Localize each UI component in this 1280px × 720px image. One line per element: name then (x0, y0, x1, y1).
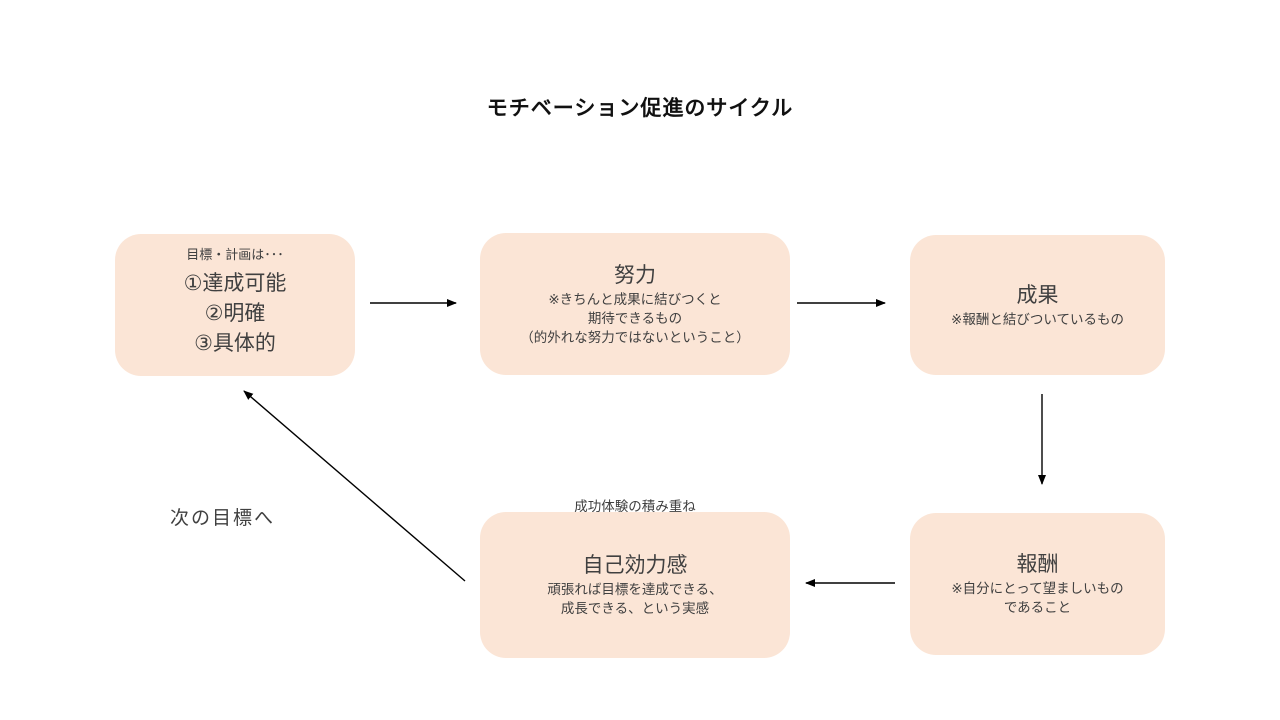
result-title: 成果 (1016, 283, 1059, 307)
effort-note-line-2: 期待できるもの (587, 310, 683, 326)
reward-title: 報酬 (1016, 553, 1059, 576)
goal-item-3: ③具体的 (194, 332, 276, 355)
page-title: モチベーション促進のサイクル (486, 97, 794, 120)
goal-item-2: ②明確 (204, 302, 266, 325)
effort-title: 努力 (614, 263, 656, 287)
self-efficacy-note-line-1: 頑張れば目標を達成できる、 (547, 582, 723, 597)
box-goal: 目標・計画は･･･ ①達成可能 ②明確 ③具体的 (115, 234, 355, 376)
goal-caption: 目標・計画は･･･ (186, 247, 284, 262)
next-goal-label: 次の目標へ (170, 508, 276, 529)
reward-note-line-2: であること (1003, 600, 1072, 615)
box-reward: 報酬 ※自分にとって望ましいもの であること (910, 513, 1165, 655)
arrow-self-efficacy-to-goal (243, 390, 466, 582)
box-self-efficacy: 自己効力感 頑張れば目標を達成できる、 成長できる、という実感 (480, 512, 790, 658)
box-effort: 努力 ※きちんと成果に結びつくと 期待できるもの （的外れな努力ではないというこ… (480, 233, 790, 375)
reward-note-line-1: ※自分にとって望ましいもの (951, 581, 1124, 596)
effort-note-line-3: （的外れな努力ではないということ） (520, 329, 750, 345)
effort-note-line-1: ※きちんと成果に結びつくと (548, 291, 722, 307)
self-efficacy-caption: 成功体験の積み重ね (574, 499, 696, 514)
result-note-line-1: ※報酬と結びついているもの (951, 311, 1124, 327)
self-efficacy-note-line-2: 成長できる、という実感 (560, 601, 710, 616)
box-result: 成果 ※報酬と結びついているもの (910, 235, 1165, 375)
goal-item-1: ①達成可能 (183, 272, 287, 295)
self-efficacy-title: 自己効力感 (582, 554, 688, 577)
